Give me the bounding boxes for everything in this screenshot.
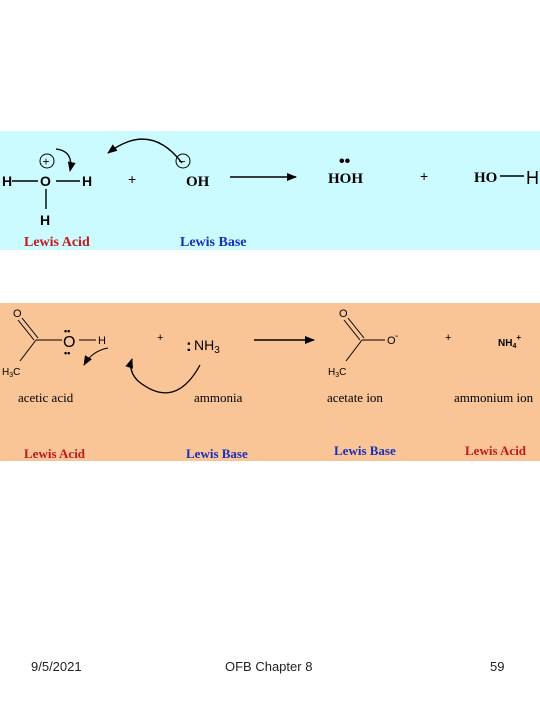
positive-charge-circle	[39, 153, 55, 169]
name-acetic-acid: acetic acid	[18, 390, 74, 405]
water-formula: HOH	[328, 171, 363, 187]
negative-charge: −	[179, 155, 186, 169]
arrow-bond-break	[55, 148, 76, 172]
label-lewis-base-1: Lewis Base	[180, 235, 247, 250]
plus-sign-2: +	[420, 168, 428, 184]
acetic-c-o-double-2	[21, 317, 39, 339]
name-acetate-ion: acetate ion	[327, 390, 383, 405]
atom-h-left: H	[2, 173, 12, 189]
arrow-bond-break-2	[83, 347, 109, 366]
label-lewis-acid-2: Lewis Acid	[24, 446, 86, 461]
footer-page-number: 59	[490, 659, 505, 674]
name-ammonium-ion: ammonium ion	[454, 390, 534, 405]
hydroxide-formula: OH	[186, 174, 210, 190]
ammonium-formula: NH4+	[498, 333, 521, 350]
acetate-c-ch3	[345, 339, 363, 362]
plus-sign-3: +	[157, 332, 163, 344]
acetate-c-o-double-1	[343, 319, 361, 341]
atom-h-bottom: H	[40, 212, 50, 228]
reaction-1-diagram: H O H H + + − OH •• HOH + HO H Lewis Aci…	[2, 138, 539, 250]
plus-sign-1: +	[128, 171, 136, 187]
ammonia-formula: NH3	[194, 337, 220, 356]
positive-charge: +	[43, 155, 50, 169]
acetic-ch3: H3C	[2, 367, 20, 379]
acetate-o-top: O	[339, 308, 348, 320]
atom-h-right: H	[82, 173, 92, 189]
acetate-charge: -	[395, 331, 398, 342]
acetate-ch3: H3C	[328, 367, 346, 379]
label-lewis-base-2: Lewis Base	[186, 446, 248, 461]
atom-o: O	[40, 173, 51, 189]
ammonia-lone-pair: :	[186, 336, 192, 355]
negative-charge-circle	[175, 153, 191, 169]
water-ho: HO	[474, 170, 497, 186]
acetic-c-o-double-1	[17, 319, 35, 341]
acetic-lone-pair-top: ••	[64, 326, 70, 336]
lone-pair-dots: ••	[339, 153, 351, 170]
label-lewis-base-3: Lewis Base	[334, 443, 396, 458]
footer-date: 9/5/2021	[31, 659, 82, 674]
plus-sign-4: +	[445, 332, 451, 344]
acetic-h: H	[98, 335, 106, 347]
acetic-lone-pair-bottom: ••	[64, 348, 70, 358]
water-h: H	[526, 168, 539, 188]
footer-title: OFB Chapter 8	[225, 659, 313, 674]
acetate-c-o-double-2	[347, 317, 365, 339]
arrow-electron-attack-2	[125, 358, 201, 394]
name-ammonia: ammonia	[194, 390, 243, 405]
acetic-c-ch3	[19, 339, 37, 362]
reaction-panel-2: O •• O •• H H3C + : NH3 O O - H3C + NH4+…	[0, 303, 540, 461]
label-lewis-acid-3: Lewis Acid	[465, 443, 527, 458]
arrow-electron-attack	[107, 138, 183, 164]
acetic-o-top: O	[13, 308, 22, 320]
reaction-panel-1: H O H H + + − OH •• HOH + HO H Lewis Aci…	[0, 131, 540, 250]
label-lewis-acid-1: Lewis Acid	[24, 235, 90, 250]
reaction-2-diagram: O •• O •• H H3C + : NH3 O O - H3C + NH4+…	[2, 308, 534, 461]
acetic-o: O	[63, 334, 75, 351]
acetate-o: O	[387, 335, 396, 347]
